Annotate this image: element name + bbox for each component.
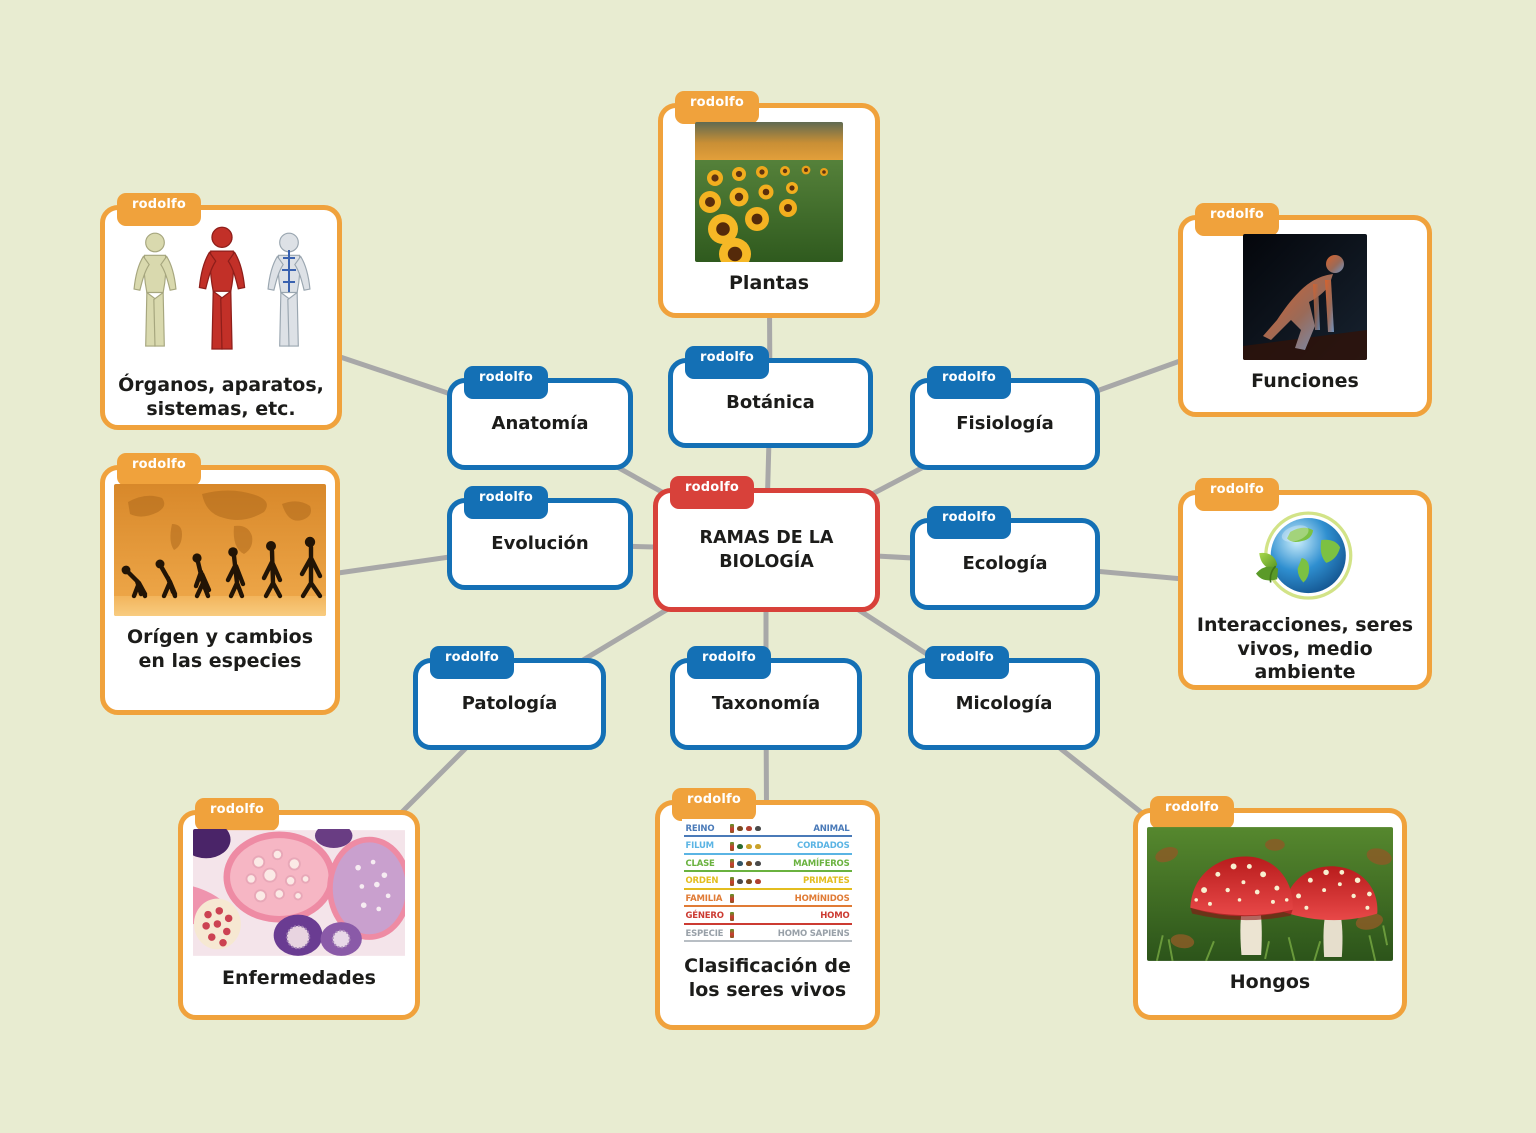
node-label: Micología	[955, 692, 1053, 714]
node-label: Botánica	[726, 391, 815, 413]
taxonomy-row: ESPECIE HOMO SAPIENS	[683, 927, 852, 942]
fly-agaric-mushrooms-image	[1147, 827, 1393, 961]
author-badge: rodolfo	[925, 646, 1010, 679]
node-label: Ecología	[962, 552, 1048, 574]
taxonomy-row: ORDEN PRIMATES	[683, 875, 852, 890]
taxonomy-row: FAMILIA HOMÍNIDOS	[683, 892, 852, 907]
taxonomy-row: GÉNERO HOMO	[683, 910, 852, 925]
author-badge: rodolfo	[1195, 478, 1280, 511]
author-badge: rodolfo	[670, 476, 755, 509]
author-badge: rodolfo	[672, 788, 757, 821]
node-origen[interactable]: rodolfo	[100, 453, 340, 715]
author-badge: rodolfo	[195, 798, 280, 831]
node-micologia[interactable]: rodolfo Micología	[908, 646, 1100, 750]
node-funciones[interactable]: rodolfo Funciones	[1178, 203, 1432, 417]
taxonomy-row: FILUM CORDADOS	[683, 840, 852, 855]
node-label: Anatomía	[491, 412, 589, 434]
node-label: Evolución	[491, 532, 589, 554]
node-ecologia[interactable]: rodolfo Ecología	[910, 506, 1100, 610]
evolution-march-image	[114, 484, 326, 616]
node-enfermedades[interactable]: rodolfo	[178, 798, 420, 1020]
author-badge: rodolfo	[1195, 203, 1280, 236]
node-plantas[interactable]: rodolfo	[658, 91, 880, 318]
taxonomy-row: CLASE MAMÍFEROS	[683, 857, 852, 872]
node-organos[interactable]: rodolfo Órganos, aparatos, sistemas, etc…	[100, 193, 342, 430]
node-label: Orígen y cambios en las especies	[126, 626, 314, 672]
node-label: Taxonomía	[711, 692, 821, 714]
human-body-systems-image	[133, 226, 311, 350]
author-badge: rodolfo	[1150, 796, 1235, 829]
node-fisiologia[interactable]: rodolfo Fisiología	[910, 366, 1100, 470]
node-clasificacion[interactable]: rodolfo REINO ANIMAL FILUM CORDADOS CLAS…	[655, 788, 880, 1030]
node-label: Enfermedades	[222, 967, 376, 989]
author-badge: rodolfo	[464, 366, 549, 399]
node-anatomia[interactable]: rodolfo Anatomía	[447, 366, 633, 470]
node-label: Funciones	[1251, 370, 1359, 392]
author-badge: rodolfo	[927, 366, 1012, 399]
author-badge: rodolfo	[927, 506, 1012, 539]
author-badge: rodolfo	[464, 486, 549, 519]
taxonomy-ranks-chart: REINO ANIMAL FILUM CORDADOS CLASE MAMÍFE…	[681, 819, 854, 945]
node-evolucion[interactable]: rodolfo Evolución	[447, 486, 633, 590]
node-botanica[interactable]: rodolfo Botánica	[668, 346, 873, 448]
node-label: Órganos, aparatos, sistemas, etc.	[118, 374, 324, 420]
author-badge: rodolfo	[117, 453, 202, 486]
author-badge: rodolfo	[675, 91, 760, 124]
node-label: Hongos	[1229, 971, 1311, 993]
author-badge: rodolfo	[117, 193, 202, 226]
node-label: Clasificación de los seres vivos	[684, 955, 851, 1001]
node-label: Plantas	[729, 272, 809, 294]
node-label: Fisiología	[956, 412, 1054, 434]
anatomical-sprinter-image	[1243, 234, 1367, 360]
earth-globe-leaves-image	[1255, 511, 1353, 600]
author-badge: rodolfo	[685, 346, 770, 379]
histology-micrograph-image	[193, 829, 405, 956]
taxonomy-row: REINO ANIMAL	[683, 822, 852, 837]
node-taxonomia[interactable]: rodolfo Taxonomía	[670, 646, 862, 750]
node-hongos[interactable]: rodolfo	[1133, 796, 1407, 1020]
node-ramas-de-la-biologia[interactable]: rodolfo RAMAS DE LA BIOLOGÍA	[653, 476, 880, 612]
author-badge: rodolfo	[687, 646, 772, 679]
node-label: RAMAS DE LA BIOLOGÍA	[699, 527, 834, 573]
author-badge: rodolfo	[430, 646, 515, 679]
node-label: Patología	[461, 692, 558, 714]
node-label: Interacciones, seres vivos, medio ambien…	[1196, 613, 1414, 684]
sunflower-field-image	[695, 122, 843, 262]
node-patologia[interactable]: rodolfo Patología	[413, 646, 606, 750]
node-interacciones[interactable]: rodolfo Interacciones, seres vi	[1178, 478, 1432, 690]
